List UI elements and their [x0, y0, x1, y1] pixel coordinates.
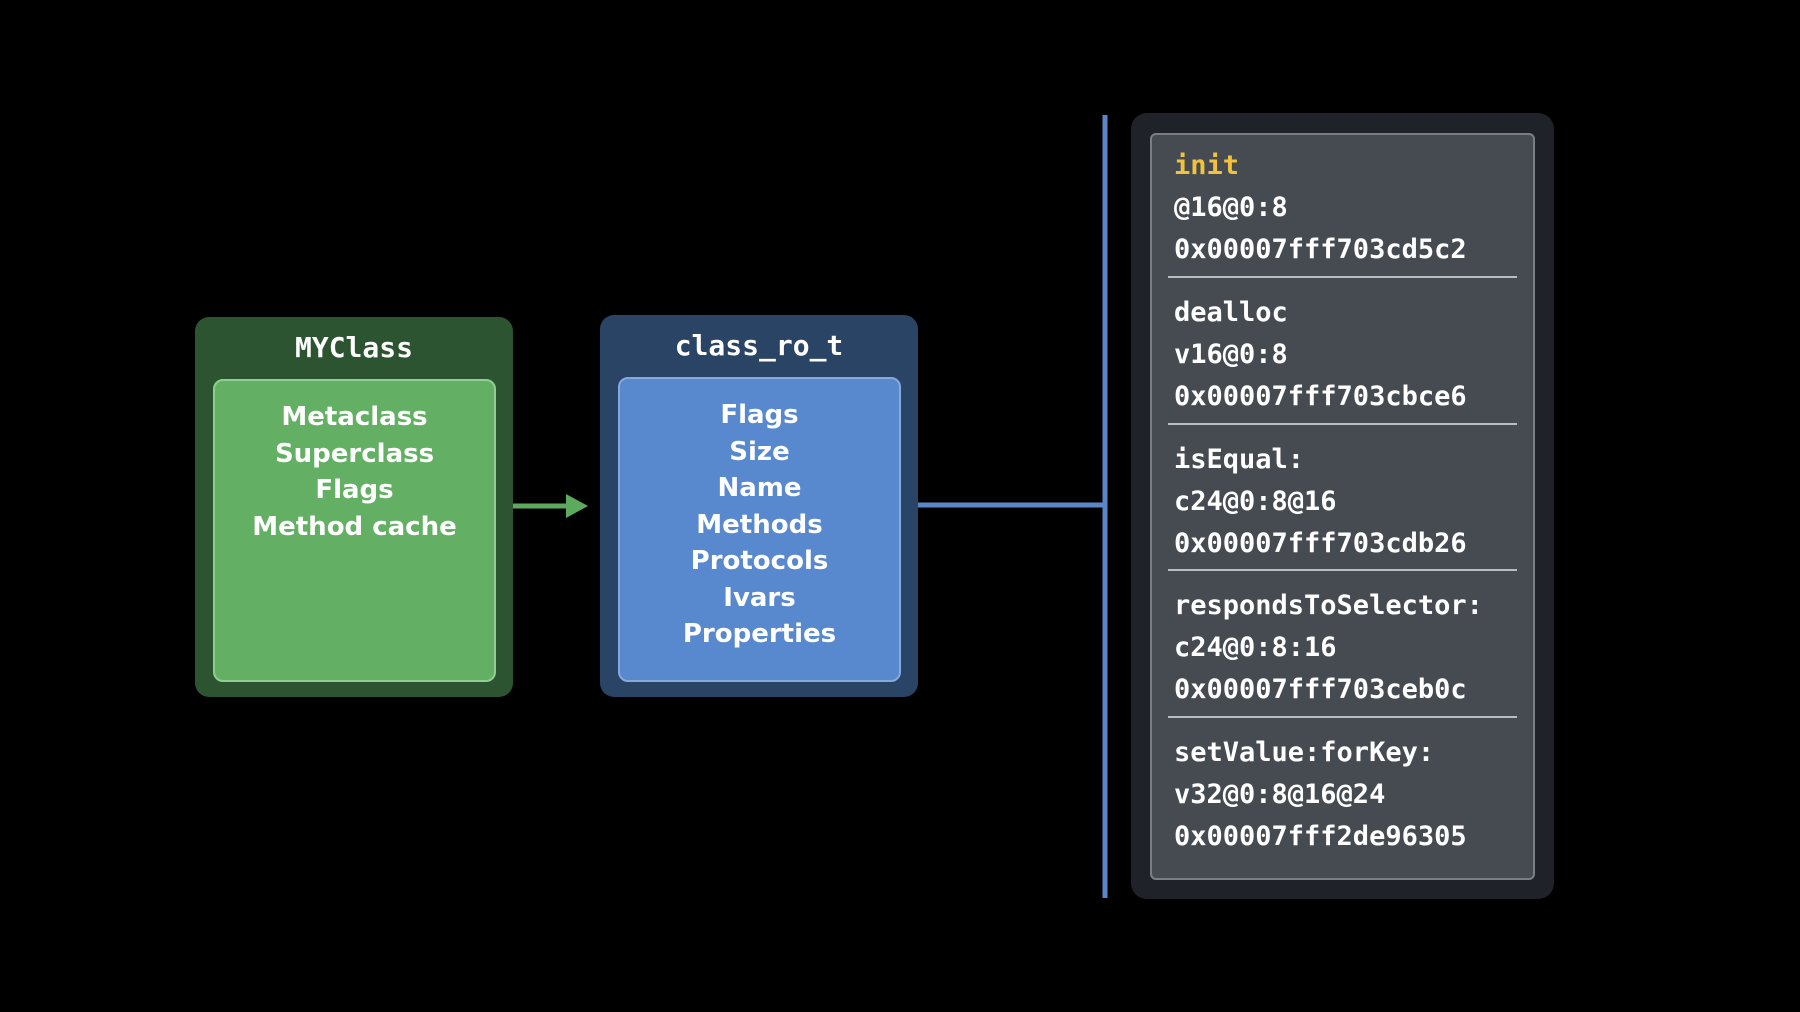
class-ro-field-protocols: Protocols	[690, 546, 829, 576]
method-selector: init	[1174, 150, 1240, 181]
method-imp-address: 0x00007fff2de96305	[1174, 821, 1467, 852]
method-entry-init: init @16@0:8 0x00007fff703cd5c2	[1174, 145, 1467, 271]
method-divider	[1168, 276, 1517, 278]
method-type-encoding: c24@0:8@16	[1174, 486, 1337, 517]
method-entry-isequal: isEqual: c24@0:8@16 0x00007fff703cdb26	[1174, 439, 1467, 565]
method-divider	[1168, 423, 1517, 425]
myclass-field-metaclass: Metaclass	[281, 402, 428, 432]
myclass-fields-panel: Metaclass Superclass Flags Method cache	[213, 379, 496, 682]
class-ro-field-methods: Methods	[696, 509, 823, 540]
myclass-title: MYClass	[294, 331, 413, 364]
method-selector: respondsToSelector:	[1174, 590, 1483, 621]
method-selector: isEqual:	[1174, 444, 1305, 475]
class-ro-box: class_ro_t Flags Size Name Methods Proto…	[600, 315, 918, 697]
myclass-box: MYClass Metaclass Superclass Flags Metho…	[195, 317, 513, 697]
method-entry-dealloc: dealloc v16@0:8 0x00007fff703cbce6	[1174, 292, 1467, 418]
method-type-encoding: v16@0:8	[1174, 339, 1288, 370]
method-selector: setValue:forKey:	[1174, 737, 1435, 768]
method-type-encoding: c24@0:8:16	[1174, 632, 1337, 663]
method-divider	[1168, 716, 1517, 718]
method-type-encoding: v32@0:8@16@24	[1174, 779, 1386, 810]
method-list-panel: init @16@0:8 0x00007fff703cd5c2 dealloc …	[1131, 113, 1554, 899]
myclass-field-method-cache: Method cache	[252, 511, 457, 542]
method-entry-setvalue-forkey: setValue:forKey: v32@0:8@16@24 0x00007ff…	[1174, 732, 1467, 858]
class-ro-field-properties: Properties	[682, 619, 837, 649]
class-ro-field-ivars: Ivars	[723, 582, 796, 613]
myclass-field-flags: Flags	[315, 475, 394, 505]
method-divider	[1168, 569, 1517, 571]
class-ro-field-name: Name	[717, 473, 802, 503]
class-ro-field-size: Size	[729, 436, 790, 467]
myclass-field-superclass: Superclass	[274, 438, 435, 469]
myclass-to-class-ro-arrow-head	[566, 494, 588, 518]
method-selector: dealloc	[1174, 297, 1288, 328]
method-imp-address: 0x00007fff703cd5c2	[1174, 234, 1467, 265]
method-list: init @16@0:8 0x00007fff703cd5c2 dealloc …	[1150, 133, 1535, 880]
method-imp-address: 0x00007fff703cbce6	[1174, 381, 1467, 412]
method-imp-address: 0x00007fff703cdb26	[1174, 528, 1467, 559]
class-ro-field-flags: Flags	[720, 400, 799, 430]
method-entry-respondstoselector: respondsToSelector: c24@0:8:16 0x00007ff…	[1174, 585, 1483, 711]
class-ro-title: class_ro_t	[674, 329, 844, 362]
class-ro-fields-panel: Flags Size Name Methods Protocols Ivars …	[618, 377, 901, 682]
method-imp-address: 0x00007fff703ceb0c	[1174, 674, 1467, 705]
method-type-encoding: @16@0:8	[1174, 192, 1288, 223]
